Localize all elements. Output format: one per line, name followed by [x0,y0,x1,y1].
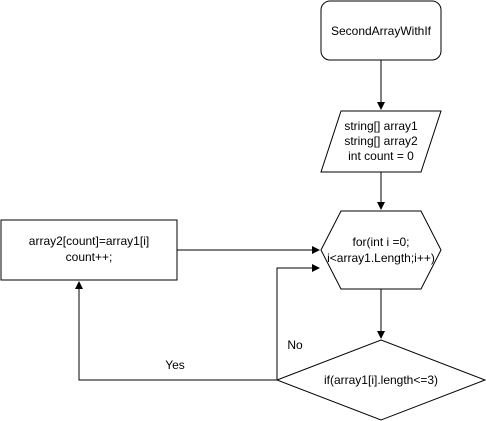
declaration-line-2: string[] array2 [344,134,418,148]
start-node-label: SecondArrayWithIf [331,24,432,38]
yes-edge-label: Yes [165,358,185,372]
declaration-line-3: int count = 0 [348,149,414,163]
declaration-node[interactable]: string[] array1 string[] array2 int coun… [320,110,442,173]
assignment-node[interactable]: array2[count]=array1[i] count++; [0,219,178,281]
assignment-line-1: array2[count]=array1[i] [29,234,149,248]
declaration-line-1: string[] array1 [344,119,418,133]
condition-node[interactable]: if(array1[i].length<=3) [275,339,486,421]
start-node[interactable]: SecondArrayWithIf [320,0,442,61]
edge-condition-yes-to-assignment [75,281,277,381]
edge-condition-no-to-loop [276,264,320,380]
condition-label: if(array1[i].length<=3) [324,373,438,387]
loop-line-2: i<array1.Length;i++) [327,251,435,265]
assignment-line-2: count++; [66,250,113,264]
no-edge-label: No [287,338,303,352]
loop-line-1: for(int i =0; [352,235,409,249]
loop-node[interactable]: for(int i =0; i<array1.Length;i++) [320,210,442,290]
